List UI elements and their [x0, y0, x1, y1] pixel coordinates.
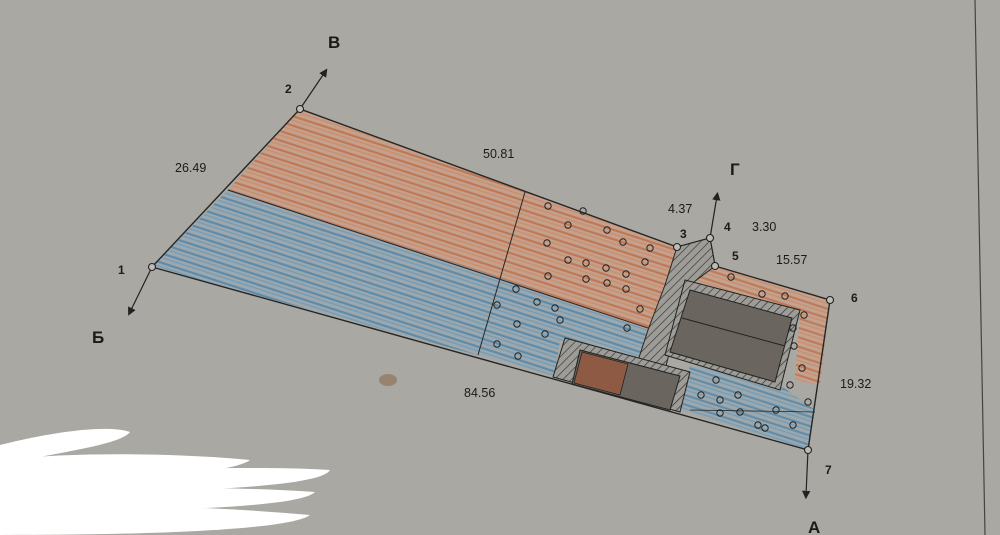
tree-markers — [493, 202, 812, 432]
arrow-v — [299, 68, 328, 110]
tree-marker — [789, 324, 797, 332]
tree-marker — [646, 244, 654, 252]
dimension-4-5: 3.30 — [752, 220, 776, 234]
dimension-1-2: 26.49 — [175, 161, 206, 175]
point-label-4: 4 — [724, 220, 731, 234]
dimension-2-3: 50.81 — [483, 147, 514, 161]
point-label-1: 1 — [118, 263, 125, 277]
point-label-5: 5 — [732, 249, 739, 263]
vertex-5 — [710, 261, 720, 271]
tree-marker — [533, 298, 541, 306]
tree-marker — [493, 340, 501, 348]
tree-marker — [551, 304, 559, 312]
tree-marker — [641, 258, 649, 266]
tree-marker — [786, 381, 794, 389]
point-label-2: 2 — [285, 82, 292, 96]
tree-marker — [603, 279, 611, 287]
vertex-3 — [672, 242, 682, 252]
tree-marker — [603, 226, 611, 234]
tree-marker — [512, 285, 520, 293]
tree-marker — [789, 421, 797, 429]
vertex-7 — [803, 445, 813, 455]
tree-marker — [800, 311, 808, 319]
vertex-4 — [705, 233, 715, 243]
tree-marker — [543, 239, 551, 247]
tree-marker — [544, 202, 552, 210]
tree-marker — [772, 406, 780, 414]
internal-line-3 — [689, 409, 816, 413]
tree-marker — [544, 272, 552, 280]
point-label-6: 6 — [851, 291, 858, 305]
tree-marker — [761, 424, 769, 432]
tree-marker — [564, 221, 572, 229]
direction-label-a: А — [808, 518, 820, 535]
tree-marker — [798, 364, 806, 372]
vertex-6 — [825, 295, 835, 305]
paper-stain — [379, 374, 397, 386]
arrow-b — [128, 266, 153, 316]
building-large-divider — [681, 317, 786, 347]
building-large — [669, 289, 793, 383]
dimension-7-1: 84.56 — [464, 386, 495, 400]
tree-marker — [758, 290, 766, 298]
tree-marker — [622, 285, 630, 293]
tree-marker — [790, 342, 798, 350]
arrow-g — [709, 191, 721, 239]
internal-line-1 — [227, 189, 661, 333]
orange-zone — [228, 109, 677, 330]
tree-marker — [513, 320, 521, 328]
tree-marker — [602, 264, 610, 272]
blue-zone — [152, 190, 650, 376]
tree-marker — [754, 421, 762, 429]
vertex-1 — [147, 262, 157, 272]
tree-marker — [716, 396, 724, 404]
tree-marker — [579, 207, 587, 215]
tree-marker — [697, 391, 705, 399]
tree-marker — [514, 352, 522, 360]
internal-line-2 — [477, 191, 526, 356]
vertex-2 — [295, 104, 305, 114]
arrow-a — [801, 449, 811, 500]
tree-marker — [636, 305, 644, 313]
direction-label-b: Б — [92, 328, 104, 347]
orange-zone-east — [690, 266, 830, 385]
tree-marker — [541, 330, 549, 338]
vertex-markers — [147, 104, 835, 455]
tree-marker — [736, 408, 744, 416]
tree-marker — [622, 270, 630, 278]
direction-label-v: В — [328, 33, 340, 52]
tree-marker — [727, 273, 735, 281]
tree-marker — [623, 324, 631, 332]
tree-marker — [619, 238, 627, 246]
tree-marker — [716, 409, 724, 417]
dimension-5-6: 15.57 — [776, 253, 807, 267]
point-label-3: 3 — [680, 227, 687, 241]
dimension-6-7: 19.32 — [840, 377, 871, 391]
dimension-3-4: 4.37 — [668, 202, 692, 216]
redaction-scribble — [0, 428, 330, 535]
tree-marker — [564, 256, 572, 264]
building-small-inner — [573, 351, 629, 396]
tree-marker — [734, 391, 742, 399]
tree-marker — [804, 398, 812, 406]
direction-label-g: Г — [730, 160, 740, 179]
tree-marker — [582, 275, 590, 283]
tree-marker — [556, 316, 564, 324]
tree-marker — [781, 292, 789, 300]
tree-marker — [493, 301, 501, 309]
sheet-frame-line — [974, 0, 986, 535]
point-label-7: 7 — [825, 463, 832, 477]
tree-marker — [582, 259, 590, 267]
access-path — [629, 237, 716, 391]
tree-marker — [712, 376, 720, 384]
